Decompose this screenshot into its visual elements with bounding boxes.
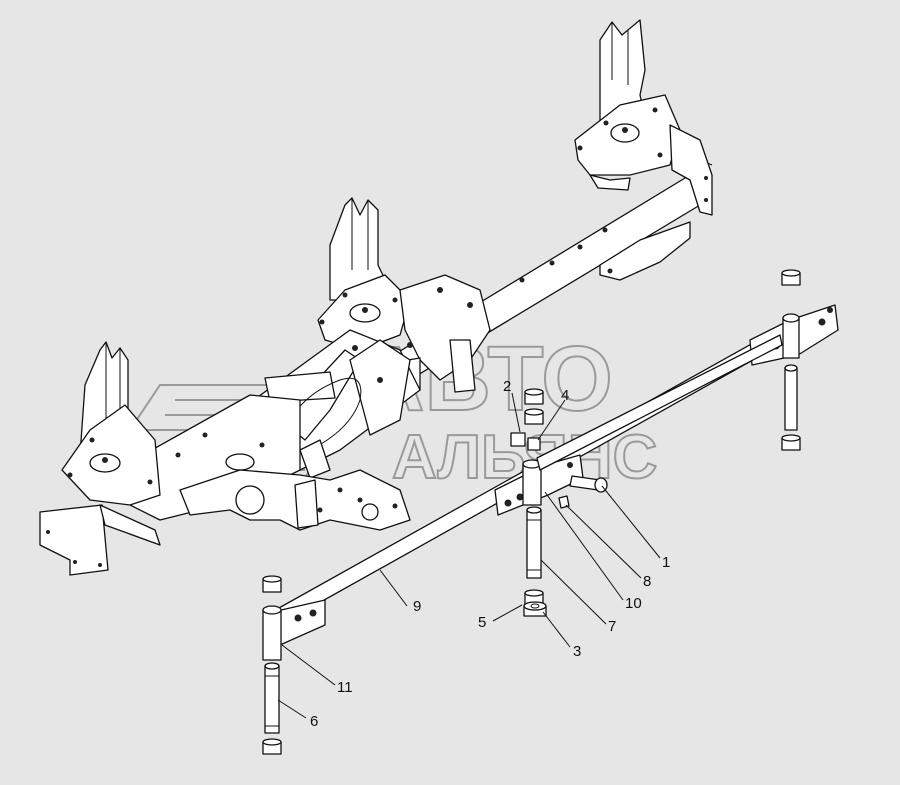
callout-5: 5 — [478, 614, 486, 631]
main-frame — [39, 19, 713, 576]
callout-1: 1 — [662, 554, 670, 571]
callout-3: 3 — [573, 643, 581, 660]
callout-10: 10 — [625, 595, 642, 612]
callout-9: 9 — [413, 598, 421, 615]
callout-8: 8 — [643, 573, 651, 590]
leader-lines — [277, 392, 661, 719]
link-rod-assembly — [262, 269, 839, 661]
callout-2: 2 — [503, 378, 511, 395]
callout-11: 11 — [337, 679, 353, 696]
callout-7: 7 — [608, 618, 616, 635]
callout-6: 6 — [310, 713, 318, 730]
callouts: 1 2 3 4 5 6 7 8 9 10 11 — [310, 378, 670, 730]
callout-4: 4 — [561, 387, 569, 404]
hardware — [262, 388, 608, 755]
